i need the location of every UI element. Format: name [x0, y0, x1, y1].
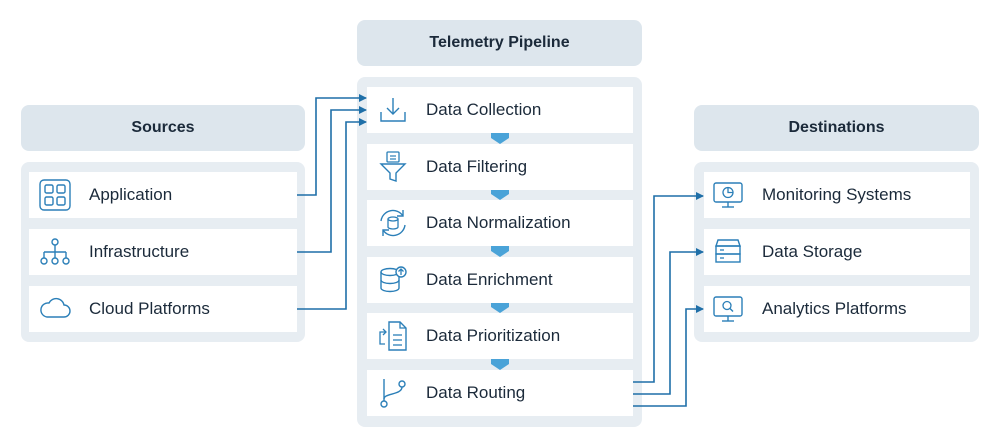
destination-analytics-platforms[interactable]: Analytics Platforms	[704, 286, 970, 332]
connector-application	[297, 94, 367, 196]
stage-data-collection[interactable]: Data Collection	[367, 87, 633, 133]
source-application[interactable]: Application	[29, 172, 297, 218]
download-tray-icon	[380, 98, 406, 122]
destination-label: Data Storage	[762, 242, 863, 261]
source-infrastructure[interactable]: Infrastructure	[29, 229, 297, 275]
stage-label: Data Enrichment	[426, 270, 553, 289]
monitor-chart-icon	[713, 182, 743, 208]
cloud-icon	[40, 297, 71, 318]
monitor-search-icon	[713, 296, 743, 322]
source-label: Cloud Platforms	[89, 299, 210, 318]
connector-analytics	[633, 305, 704, 407]
destination-label: Analytics Platforms	[762, 299, 907, 318]
branch-route-icon	[380, 379, 406, 408]
pipeline-header-label: Telemetry Pipeline	[429, 34, 570, 51]
funnel-document-icon	[379, 151, 407, 182]
app-grid-icon	[39, 179, 71, 211]
source-label: Application	[89, 185, 173, 204]
connector-storage	[633, 248, 704, 395]
stage-data-routing[interactable]: Data Routing	[367, 370, 633, 416]
refresh-database-icon	[380, 209, 406, 237]
destinations-header: Destinations	[694, 105, 979, 151]
stage-data-enrichment[interactable]: Data Enrichment	[367, 257, 633, 303]
stage-label: Data Collection	[426, 100, 542, 119]
stage-data-normalization[interactable]: Data Normalization	[367, 200, 633, 246]
stage-label: Data Normalization	[426, 213, 571, 232]
stage-data-filtering[interactable]: Data Filtering	[367, 144, 633, 190]
sources-header: Sources	[21, 105, 305, 151]
stage-label: Data Filtering	[426, 157, 528, 176]
destination-label: Monitoring Systems	[762, 185, 912, 204]
source-cloud-platforms[interactable]: Cloud Platforms	[29, 286, 297, 332]
stage-label: Data Prioritization	[426, 326, 561, 345]
destination-data-storage[interactable]: Data Storage	[704, 229, 970, 275]
destinations-header-label: Destinations	[788, 119, 885, 136]
connector-cloud	[297, 118, 367, 310]
source-label: Infrastructure	[89, 242, 190, 261]
hierarchy-icon	[40, 238, 70, 265]
document-arrow-icon	[379, 321, 407, 351]
database-upload-icon	[380, 266, 407, 293]
stage-data-prioritization[interactable]: Data Prioritization	[367, 313, 633, 359]
destination-monitoring-systems[interactable]: Monitoring Systems	[704, 172, 970, 218]
pipeline-header: Telemetry Pipeline	[357, 20, 642, 66]
connector-monitoring	[633, 192, 704, 383]
stage-label: Data Routing	[426, 383, 526, 402]
sources-header-label: Sources	[131, 119, 195, 136]
server-stack-icon	[715, 239, 741, 263]
connector-infrastructure	[297, 106, 367, 253]
